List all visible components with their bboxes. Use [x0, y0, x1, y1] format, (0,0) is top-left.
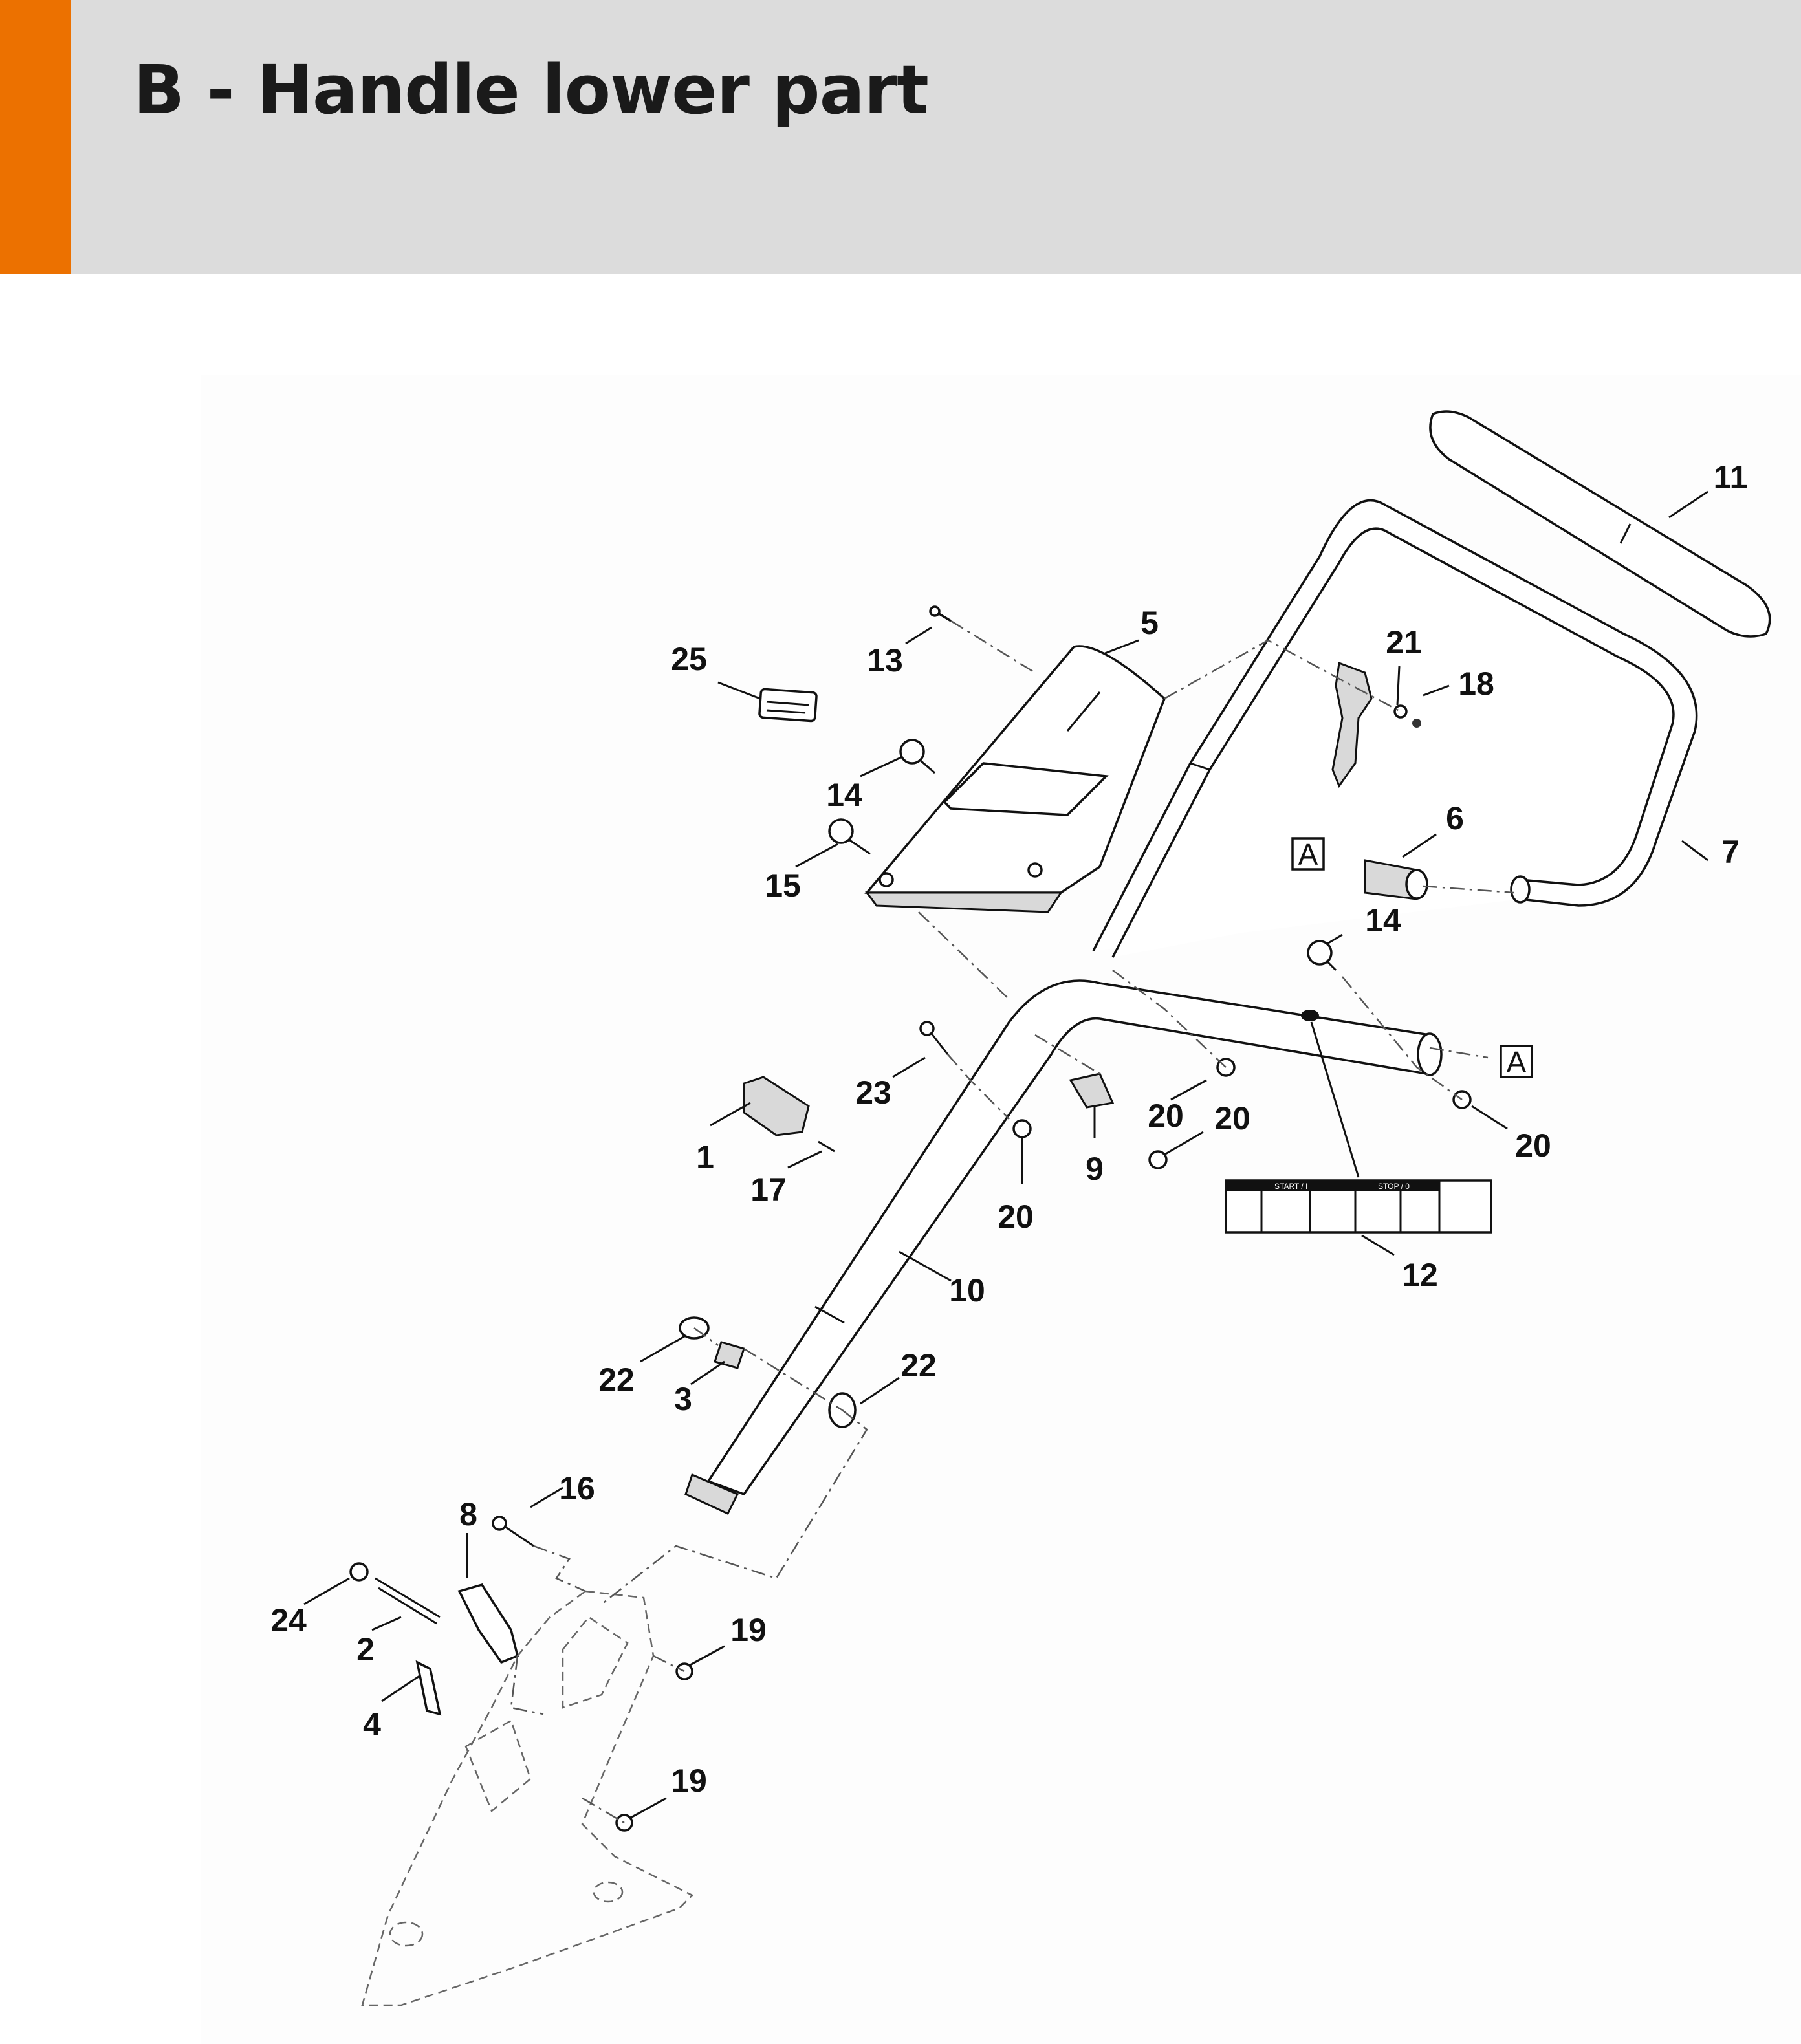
callout-14-right: 14 [1365, 902, 1401, 939]
callout-2: 2 [356, 1631, 375, 1668]
page-header: B - Handle lower part [0, 0, 1801, 274]
clamps [743, 1072, 1115, 1136]
decal-part-25 [758, 688, 818, 723]
reference-marker-a-left: A [1291, 837, 1325, 871]
callout-8: 8 [459, 1496, 477, 1532]
callout-22-right: 22 [900, 1347, 937, 1384]
svg-text:A: A [1298, 838, 1318, 871]
decal-part-12: START / I STOP / 0 [1225, 1179, 1492, 1234]
callout-15: 15 [765, 867, 801, 904]
upper-handle-bar-part-7 [1092, 499, 1698, 958]
callout-19-top: 19 [730, 1612, 767, 1648]
callout-22-left: 22 [598, 1362, 635, 1398]
reference-marker-a-right: A [1500, 1045, 1533, 1079]
page-title: B - Handle lower part [133, 50, 929, 129]
callout-5: 5 [1141, 605, 1159, 641]
latch-assembly [375, 1577, 519, 1716]
callout-25: 25 [671, 641, 707, 677]
callout-17: 17 [750, 1171, 787, 1208]
handle-grip-part-11 [1429, 410, 1771, 638]
assembly-lines [510, 620, 1514, 1824]
callout-12: 12 [1402, 1257, 1438, 1293]
callout-6: 6 [1446, 800, 1464, 836]
callout-1: 1 [696, 1139, 714, 1175]
callout-14-top: 14 [826, 777, 862, 813]
callout-20-a: 20 [1148, 1098, 1184, 1134]
callout-13: 13 [867, 642, 903, 679]
callout-21: 21 [1386, 624, 1422, 660]
callout-19-bottom: 19 [671, 1763, 707, 1799]
callout-9: 9 [1086, 1151, 1104, 1187]
accent-bar [0, 0, 71, 274]
callout-leaders [303, 490, 1708, 1819]
callout-7: 7 [1721, 834, 1740, 870]
callout-20-b: 20 [998, 1199, 1034, 1235]
callout-4: 4 [363, 1706, 381, 1743]
decal-stop-label: STOP / 0 [1378, 1182, 1410, 1191]
decal-start-label: START / I [1274, 1182, 1307, 1191]
callout-16: 16 [559, 1470, 595, 1506]
control-lever-part-21 [1331, 661, 1421, 788]
callout-10: 10 [949, 1272, 985, 1309]
mower-housing-outline [361, 1590, 694, 2006]
callout-20-d: 20 [1515, 1127, 1551, 1164]
callout-11: 11 [1714, 459, 1748, 495]
lower-handle-tube-part-10 [684, 979, 1443, 1515]
sleeve-part-6 [1364, 859, 1428, 900]
callout-3: 3 [674, 1381, 692, 1417]
screws [492, 605, 1337, 1547]
cover-plate-part-5 [864, 645, 1166, 913]
svg-text:A: A [1507, 1045, 1527, 1079]
callout-labels: 1 2 3 4 5 6 7 8 9 10 11 12 13 14 14 15 1… [270, 459, 1747, 1799]
callout-20-c: 20 [1214, 1100, 1250, 1136]
callout-18: 18 [1458, 666, 1494, 702]
callout-23: 23 [855, 1074, 891, 1111]
callout-24: 24 [270, 1602, 307, 1638]
